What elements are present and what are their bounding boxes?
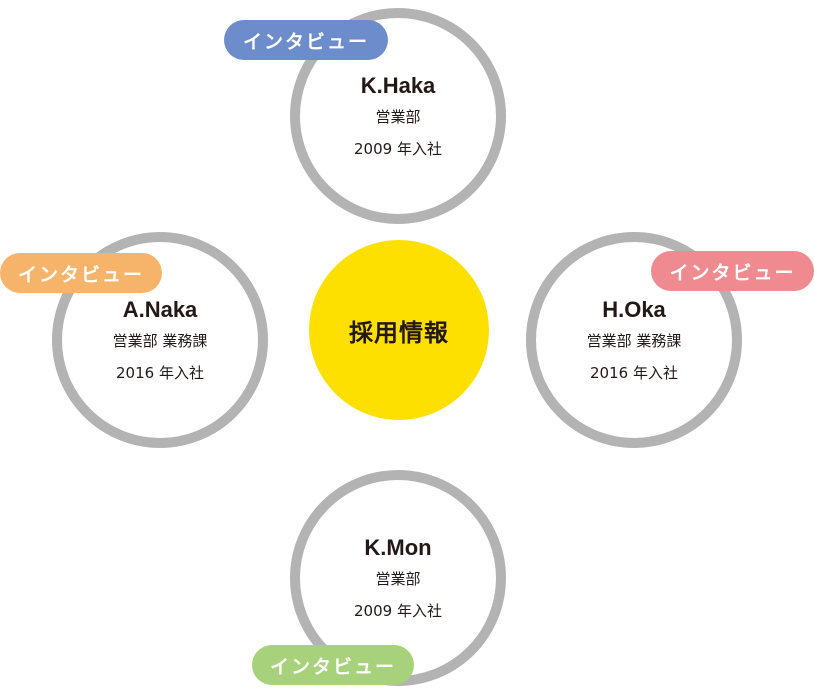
interviewee-department: 営業部 業務課	[112, 332, 208, 350]
interviewee-name: K.Mon	[364, 535, 432, 560]
recruitment-info-button[interactable]: 採用情報	[309, 240, 489, 420]
interviewee-name: A.Naka	[122, 297, 198, 322]
recruitment-info-label: 採用情報	[349, 318, 449, 347]
interview-tag-h-oka[interactable]: インタビュー	[651, 251, 814, 291]
interview-card-k-haka[interactable]: K.Haka 営業部 2009 年入社	[290, 8, 506, 224]
interview-tag-k-haka[interactable]: インタビュー	[224, 20, 388, 60]
interviewee-department: 営業部	[375, 570, 421, 588]
interviewee-department: 営業部 業務課	[586, 332, 682, 350]
interview-tag-a-naka[interactable]: インタビュー	[0, 253, 162, 293]
interviewee-join-year: 2009 年入社	[354, 140, 442, 158]
interviewee-name: K.Haka	[360, 73, 436, 98]
interviewee-join-year: 2009 年入社	[354, 602, 442, 620]
interviewee-department: 営業部	[375, 108, 421, 126]
interviewee-join-year: 2016 年入社	[116, 364, 204, 382]
interview-tag-k-mon[interactable]: インタビュー	[252, 645, 414, 685]
interviewee-name: H.Oka	[602, 297, 666, 322]
interviewee-join-year: 2016 年入社	[590, 364, 678, 382]
